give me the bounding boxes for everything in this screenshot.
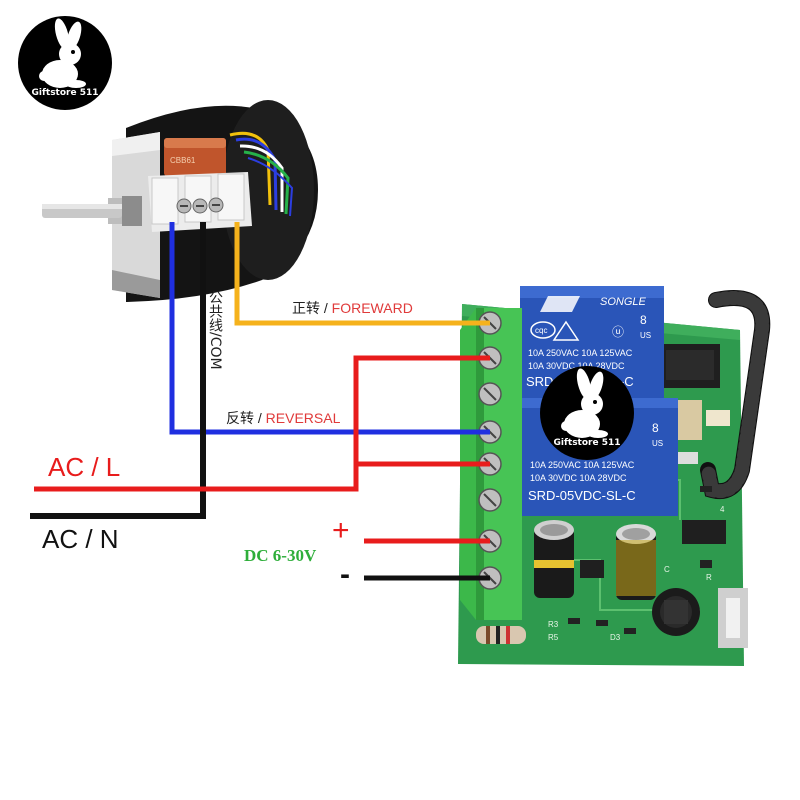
rabbit-icon (39, 18, 86, 88)
learn-button (718, 588, 748, 648)
rabbit-icon (561, 368, 608, 438)
terminal-screw-slot (483, 387, 497, 401)
dc-plus-label: + (332, 514, 350, 547)
svg-text:D3: D3 (610, 633, 621, 642)
wire-com (30, 222, 206, 519)
forward-label: 正转 / FOREWARD (292, 298, 413, 318)
motor-capacitor: CBB61 (164, 138, 226, 176)
motor-terminal-block (148, 172, 252, 232)
reversal-label: 反转 / REVERSAL (226, 408, 340, 428)
forward-label-cn: 正转 (292, 301, 320, 317)
dc-voltage-label: DC 6-30V (244, 546, 317, 565)
electrolytic-capacitor-right (616, 524, 656, 600)
inductor (652, 588, 700, 636)
svg-text:ⓤ: ⓤ (612, 325, 624, 339)
com-label-text: 公共线/COM (207, 290, 223, 370)
motor: CBB61 (42, 100, 318, 302)
svg-text:US: US (652, 439, 663, 448)
reversal-label-sep: / (254, 410, 266, 426)
store-logo-board: Giftstore 511 (540, 366, 634, 460)
svg-text:8: 8 (652, 421, 659, 435)
forward-label-sep: / (320, 300, 332, 316)
svg-text:R5: R5 (548, 633, 559, 642)
svg-text:4: 4 (720, 505, 725, 514)
store-logo-top: Giftstore 511 (18, 16, 112, 110)
electrolytic-capacitor-left (534, 520, 574, 598)
antenna-coil (700, 290, 771, 499)
ic-chip (682, 520, 726, 544)
store-logo-text: Giftstore 511 (31, 88, 99, 98)
terminal-screw-slot (483, 493, 497, 507)
svg-text:R: R (706, 573, 712, 582)
reversal-label-en: REVERSAL (265, 410, 341, 426)
svg-text:US: US (640, 331, 651, 340)
wires (30, 222, 490, 581)
reversal-label-cn: 反转 (226, 411, 254, 427)
wire-reversal (169, 222, 490, 435)
store-logo-board-text: Giftstore 511 (553, 438, 621, 448)
svg-text:SONGLE: SONGLE (600, 296, 647, 308)
wire-ac-l (34, 355, 490, 492)
forward-label-en: FOREWARD (331, 300, 413, 316)
svg-text:8: 8 (640, 313, 647, 327)
svg-text:10A 30VDC 10A 28VDC: 10A 30VDC 10A 28VDC (530, 473, 627, 483)
resistor (476, 626, 526, 644)
com-label: 公共线/COM (201, 290, 225, 370)
svg-text:C: C (664, 565, 670, 574)
svg-text:10A 250VAC 10A 125VAC: 10A 250VAC 10A 125VAC (528, 348, 633, 358)
svg-text:SRD-05VDC-SL-C: SRD-05VDC-SL-C (528, 488, 636, 503)
svg-text:cqc: cqc (535, 326, 547, 335)
wire-forward (234, 222, 490, 326)
svg-text:R3: R3 (548, 620, 559, 629)
dc-minus-label: - (340, 558, 350, 591)
svg-text:10A 250VAC 10A 125VAC: 10A 250VAC 10A 125VAC (530, 460, 635, 470)
ac-l-label: AC / L (48, 452, 121, 482)
svg-text:CBB61: CBB61 (170, 156, 196, 165)
ac-n-label: AC / N (42, 524, 119, 554)
